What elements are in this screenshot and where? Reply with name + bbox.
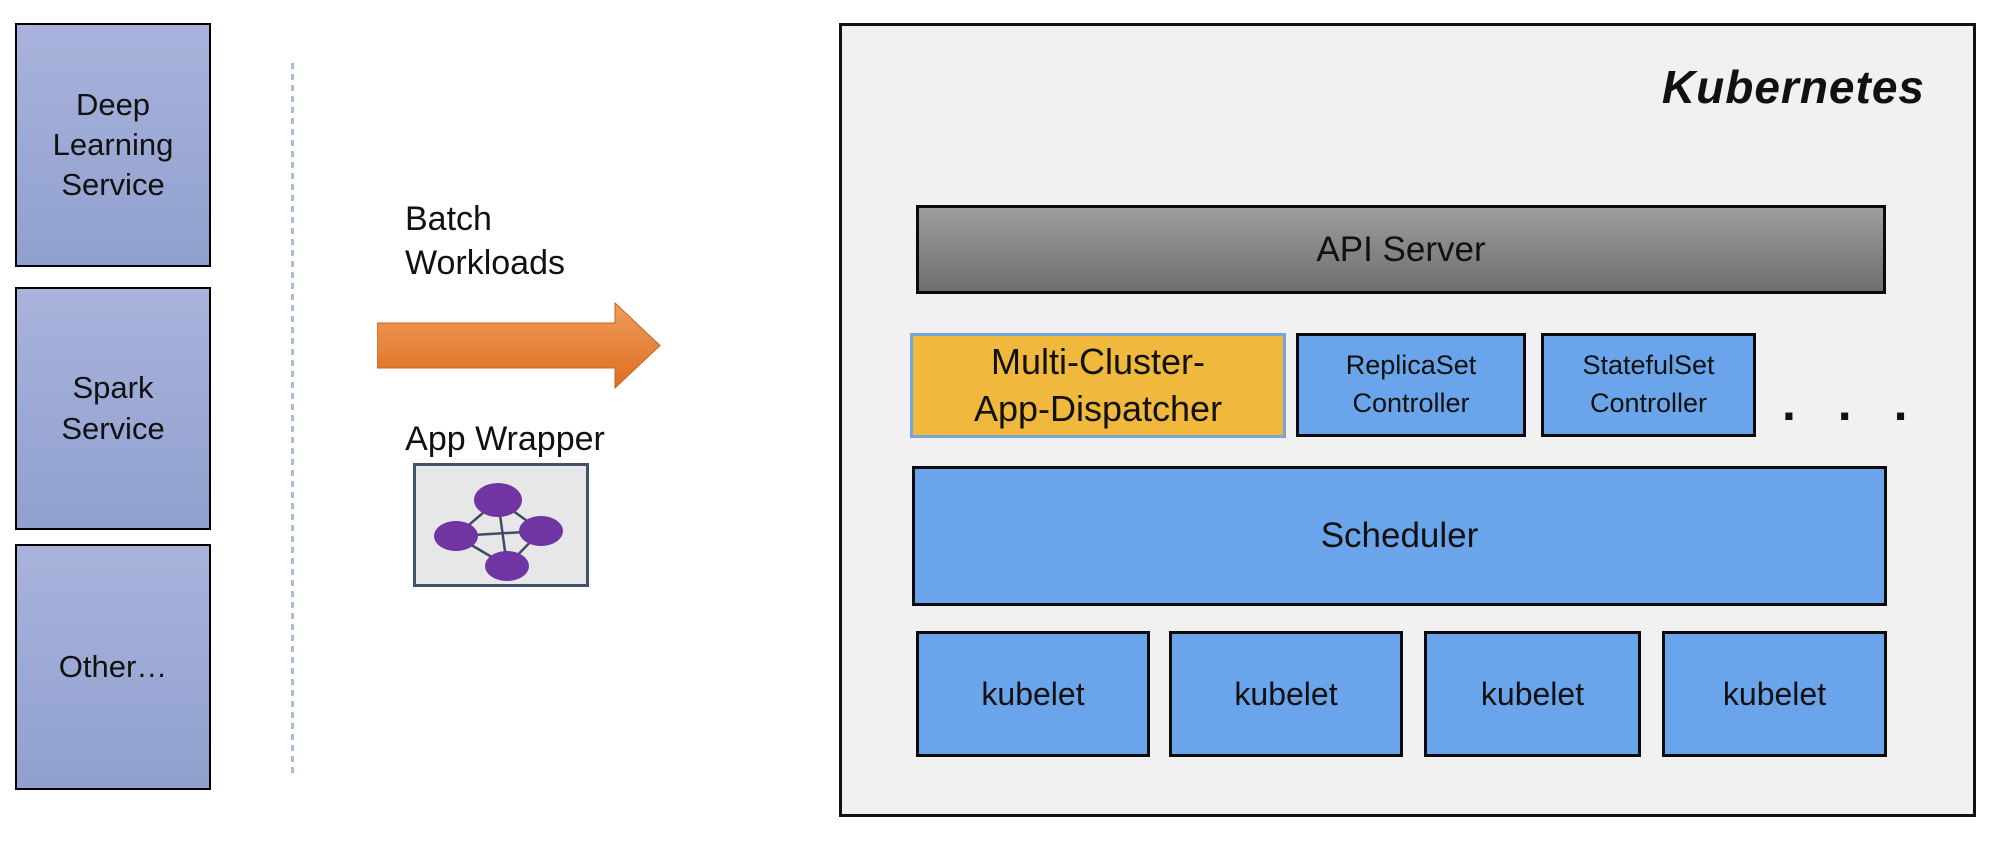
service-label: Deep Learning Service [52, 86, 174, 203]
controller-label: ReplicaSet Controller [1345, 350, 1477, 418]
kubelet-box: kubelet [1169, 631, 1403, 757]
graph-network-icon [434, 483, 563, 581]
app-wrapper-icon [413, 463, 589, 587]
app-wrapper-label: App Wrapper [405, 420, 605, 458]
right-arrow-icon [377, 302, 661, 390]
service-box-other: Other… [15, 544, 211, 790]
api-server-box: API Server [916, 205, 1886, 294]
kubernetes-title: Kubernetes [1661, 61, 1925, 113]
more-controllers-ellipsis: . . . [1782, 375, 1922, 431]
replicaset-controller-box: ReplicaSet Controller [1296, 333, 1526, 437]
dispatcher-label: Multi-Cluster- App-Dispatcher [973, 340, 1223, 429]
kubernetes-cluster-box: Kubernetes API Server Multi-Cluster- App… [839, 23, 1976, 817]
kubelet-box: kubelet [1424, 631, 1641, 757]
kubelet-box: kubelet [1662, 631, 1887, 757]
arrow-shape [377, 302, 661, 390]
statefulset-controller-box: StatefulSet Controller [1541, 333, 1756, 437]
graph-node [474, 483, 522, 517]
graph-node [434, 521, 478, 551]
kubelet-label: kubelet [1234, 675, 1338, 712]
dashed-divider-line [291, 63, 294, 777]
multi-cluster-app-dispatcher-box: Multi-Cluster- App-Dispatcher [910, 333, 1286, 438]
batch-workloads-label: Batch Workloads [405, 200, 565, 282]
service-label: Other… [58, 648, 168, 684]
service-label: Spark Service [61, 370, 165, 446]
kubelet-box: kubelet [916, 631, 1150, 757]
kubelet-label: kubelet [1722, 675, 1827, 712]
graph-node [485, 551, 529, 581]
scheduler-label: Scheduler [1320, 516, 1479, 555]
graph-node [519, 516, 563, 546]
controller-label: StatefulSet Controller [1582, 350, 1715, 418]
kubelet-label: kubelet [981, 675, 1085, 712]
api-server-label: API Server [1316, 229, 1486, 269]
service-box-deep-learning: Deep Learning Service [15, 23, 211, 267]
scheduler-box: Scheduler [912, 466, 1887, 606]
service-box-spark: Spark Service [15, 287, 211, 530]
kubelet-label: kubelet [1480, 675, 1585, 712]
